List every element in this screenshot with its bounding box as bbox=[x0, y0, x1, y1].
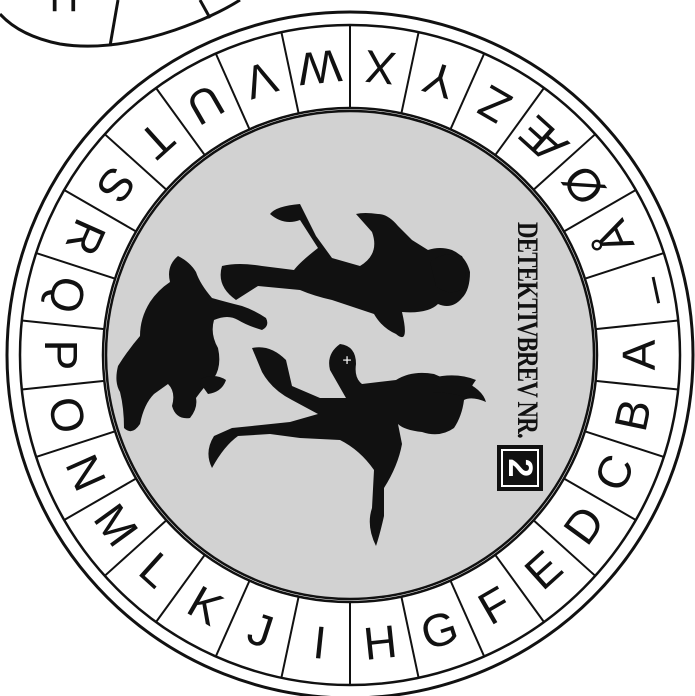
ring-letter: P bbox=[35, 340, 87, 371]
outer-wheel-fragment: H bbox=[0, 0, 240, 46]
badge-number: 2 bbox=[501, 459, 539, 478]
plus-marker: + bbox=[342, 353, 351, 370]
ring-letter: H bbox=[361, 615, 399, 670]
number-badge: 2 bbox=[498, 446, 542, 490]
ring-letter: X bbox=[362, 40, 398, 95]
page-title: DETEKTIVBREV NR. bbox=[511, 222, 544, 438]
title-group: DETEKTIVBREV NR. bbox=[511, 222, 544, 438]
outer-wheel-letter: H bbox=[50, 0, 79, 20]
ring-letter: W bbox=[295, 39, 344, 95]
inner-disc: + DETEKTIVBREV NR. 2 bbox=[106, 111, 594, 599]
ring-letter: A bbox=[613, 339, 665, 370]
